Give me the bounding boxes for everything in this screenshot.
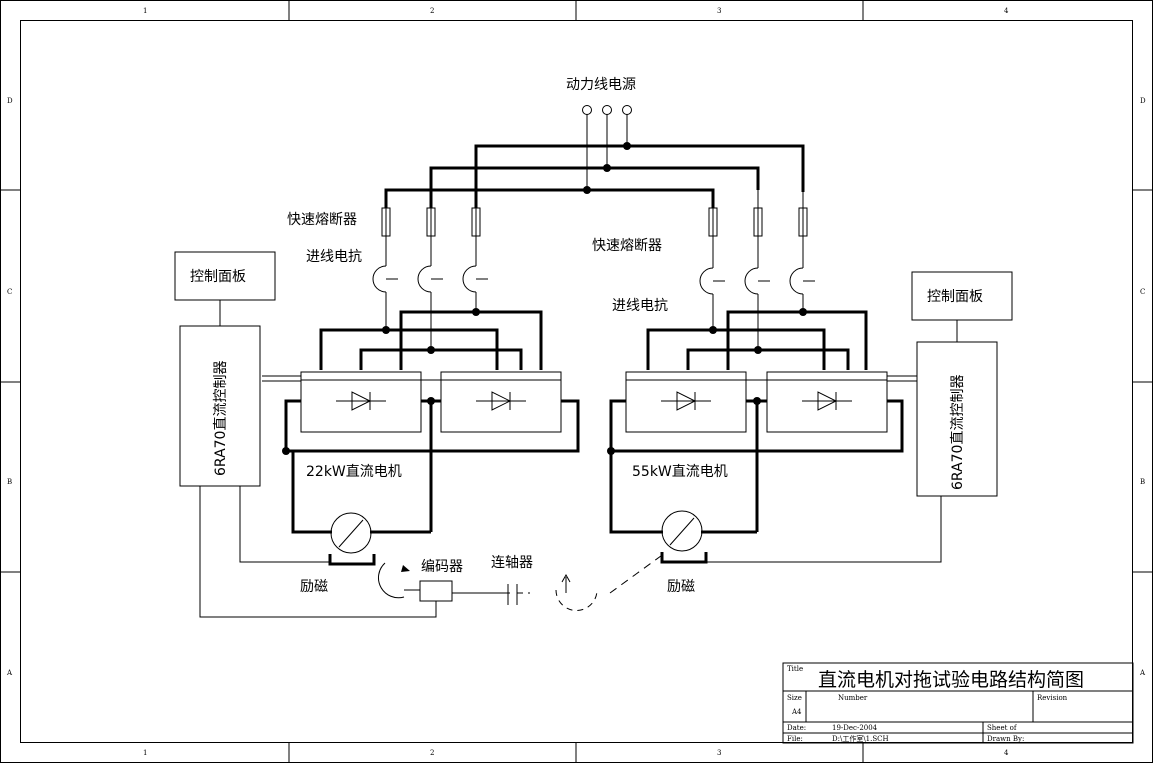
size-label: Size bbox=[787, 694, 802, 702]
row-label-b-right: B bbox=[1140, 478, 1145, 486]
fuse-label-right: 快速熔断器 bbox=[592, 238, 662, 254]
controller-right-label: 6RA70直流控制器 bbox=[949, 375, 966, 490]
date-label: Date: bbox=[787, 724, 806, 732]
title-block: Title 直流电机对拖试验电路结构简图 Size A4 Number Revi… bbox=[782, 662, 1134, 744]
reactor-label-left: 进线电抗 bbox=[306, 249, 362, 265]
reactors-left bbox=[372, 236, 488, 350]
drawn-by-label: Drawn By: bbox=[987, 735, 1024, 743]
row-label-d: D bbox=[7, 97, 13, 105]
size-value: A4 bbox=[791, 708, 802, 716]
panel-right: 控制面板 bbox=[911, 271, 1013, 342]
row-label-a: A bbox=[6, 669, 13, 677]
col-label-4-bottom: 4 bbox=[1004, 749, 1009, 757]
row-label-d-right: D bbox=[1140, 97, 1146, 105]
file-label: File: bbox=[787, 735, 803, 743]
controller-right: 6RA70直流控制器 bbox=[916, 341, 998, 497]
fuses-left bbox=[381, 207, 481, 237]
reactor-label-right: 进线电抗 bbox=[612, 298, 668, 314]
file-value: D:\工作室\1.SCH bbox=[832, 734, 889, 743]
motor-right bbox=[661, 510, 703, 552]
row-label-b: B bbox=[7, 478, 12, 486]
excitation-left: 励磁 bbox=[239, 486, 376, 595]
row-label-c: C bbox=[7, 288, 12, 296]
revision-label: Revision bbox=[1037, 694, 1068, 702]
col-label-2: 2 bbox=[430, 7, 434, 15]
fuses-right bbox=[708, 207, 808, 237]
coupling: 连轴器 bbox=[452, 552, 666, 611]
row-label-a-right: A bbox=[1139, 669, 1146, 677]
encoder: 编码器 bbox=[199, 486, 463, 618]
converter-left bbox=[262, 308, 580, 534]
col-label-3: 3 bbox=[717, 7, 721, 15]
col-label-1: 1 bbox=[143, 7, 147, 15]
power-source: 动力线电源 bbox=[566, 77, 636, 115]
excitation-right-label: 励磁 bbox=[667, 579, 695, 595]
col-label-1-bottom: 1 bbox=[143, 749, 147, 757]
reactors-right bbox=[699, 236, 815, 350]
date-value: 19-Dec-2004 bbox=[832, 724, 878, 732]
col-label-2-bottom: 2 bbox=[430, 749, 434, 757]
power-source-label: 动力线电源 bbox=[566, 77, 636, 93]
coupling-label: 连轴器 bbox=[491, 555, 533, 571]
sheet-label: Sheet of bbox=[987, 724, 1018, 732]
encoder-label: 编码器 bbox=[421, 559, 463, 575]
panel-left: 控制面板 bbox=[174, 251, 276, 326]
power-bus-wiring bbox=[384, 114, 805, 208]
col-label-4: 4 bbox=[1004, 7, 1009, 15]
number-label: Number bbox=[838, 694, 868, 702]
excitation-left-label: 励磁 bbox=[300, 579, 328, 595]
motor-left bbox=[330, 512, 372, 554]
fuse-label-left: 快速熔断器 bbox=[287, 212, 357, 228]
excitation-right: 励磁 bbox=[660, 496, 942, 595]
panel-right-label: 控制面板 bbox=[927, 289, 983, 305]
converter-right bbox=[607, 308, 917, 534]
title-label: Title bbox=[787, 665, 803, 673]
motor-label-left: 22kW直流电机 bbox=[306, 463, 402, 480]
row-label-c-right: C bbox=[1140, 288, 1145, 296]
controller-left-label: 6RA70直流控制器 bbox=[212, 361, 229, 476]
col-label-3-bottom: 3 bbox=[717, 749, 721, 757]
drawing-title: 直流电机对拖试验电路结构简图 bbox=[818, 669, 1084, 691]
panel-left-label: 控制面板 bbox=[190, 269, 246, 285]
motor-label-right: 55kW直流电机 bbox=[632, 463, 728, 480]
controller-left: 6RA70直流控制器 bbox=[179, 325, 261, 487]
